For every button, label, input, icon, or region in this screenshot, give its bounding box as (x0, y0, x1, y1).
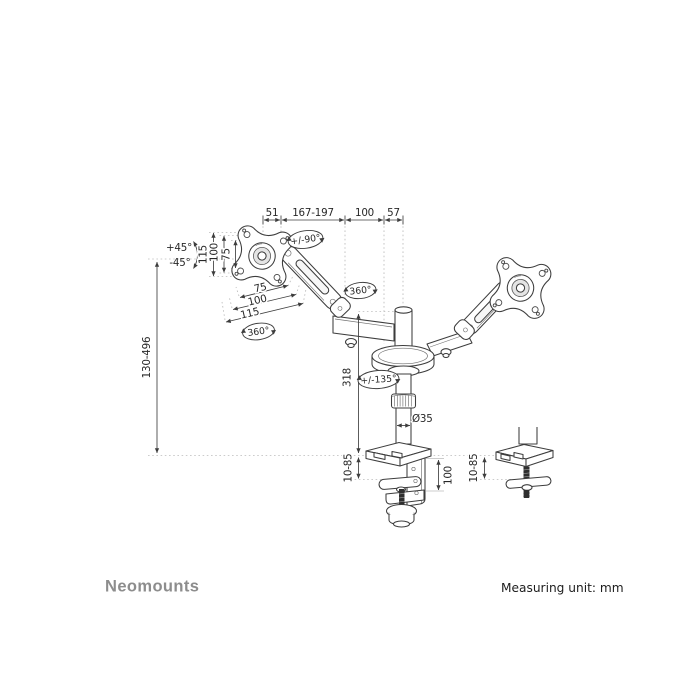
base-135-callout: +/-135° (356, 369, 401, 390)
pole-height-label: 318 (342, 368, 354, 387)
vesa-height-75-label: 75 (221, 248, 233, 261)
dim-label-top-51: 51 (266, 207, 279, 219)
vesa-width-115-label: 115 (239, 306, 260, 322)
clamp-thickness-label: 10-85 (343, 454, 355, 483)
rotation-hub (371, 344, 435, 377)
desk-clamp (365, 441, 432, 528)
tilt-down-label: -45° (169, 257, 190, 269)
pivot-90-callout: +/-90° (286, 229, 325, 250)
left-gas-arm (280, 245, 343, 310)
vesa-360-callout: 360° (240, 322, 277, 341)
pivot-90-label: +/-90° (290, 232, 322, 247)
vesa-width-100-label: 100 (247, 293, 268, 309)
vesa-width-75-label: 75 (253, 281, 268, 296)
dim-label-top-100: 100 (355, 207, 374, 219)
left-elbow-joint (329, 296, 351, 318)
pole-diameter-label: Ø35 (412, 413, 433, 425)
right-elbow-joint (453, 319, 475, 341)
vesa-height-115-label: 115 (198, 245, 210, 264)
clamp-height-label: 100 (443, 466, 455, 485)
footer: Neomounts Measuring unit: mm (105, 578, 624, 596)
dimension-labels: 51 167-197 100 57 +45° -45° 115 100 75 7… (141, 207, 482, 487)
grommet-mount (495, 427, 554, 498)
right-vesa-plate (487, 255, 554, 321)
vesa-height-100-label: 100 (209, 243, 221, 262)
arm-360-callout: 360° (343, 281, 378, 300)
center-pole-bottom (390, 373, 417, 445)
dim-label-top-57: 57 (387, 207, 400, 219)
dim-label-top-167-197: 167-197 (292, 207, 334, 219)
product-drawing (229, 223, 554, 528)
measuring-unit-note: Measuring unit: mm (501, 581, 624, 595)
left-lower-arm (332, 315, 395, 349)
grommet-thickness-label: 10-85 (468, 454, 480, 483)
brand-wordmark: Neomounts (105, 578, 199, 596)
height-range-label: 130-496 (141, 337, 153, 379)
tilt-up-label: +45° (166, 242, 192, 254)
base-135-label: +/-135° (360, 373, 397, 387)
center-pole-top (394, 306, 413, 352)
arm-360-label: 360° (349, 284, 372, 297)
rotation-callouts: +/-90° 360° 360° +/-135° (240, 229, 401, 390)
left-vesa-plate (229, 223, 295, 289)
vesa-360-label: 360° (247, 325, 270, 339)
